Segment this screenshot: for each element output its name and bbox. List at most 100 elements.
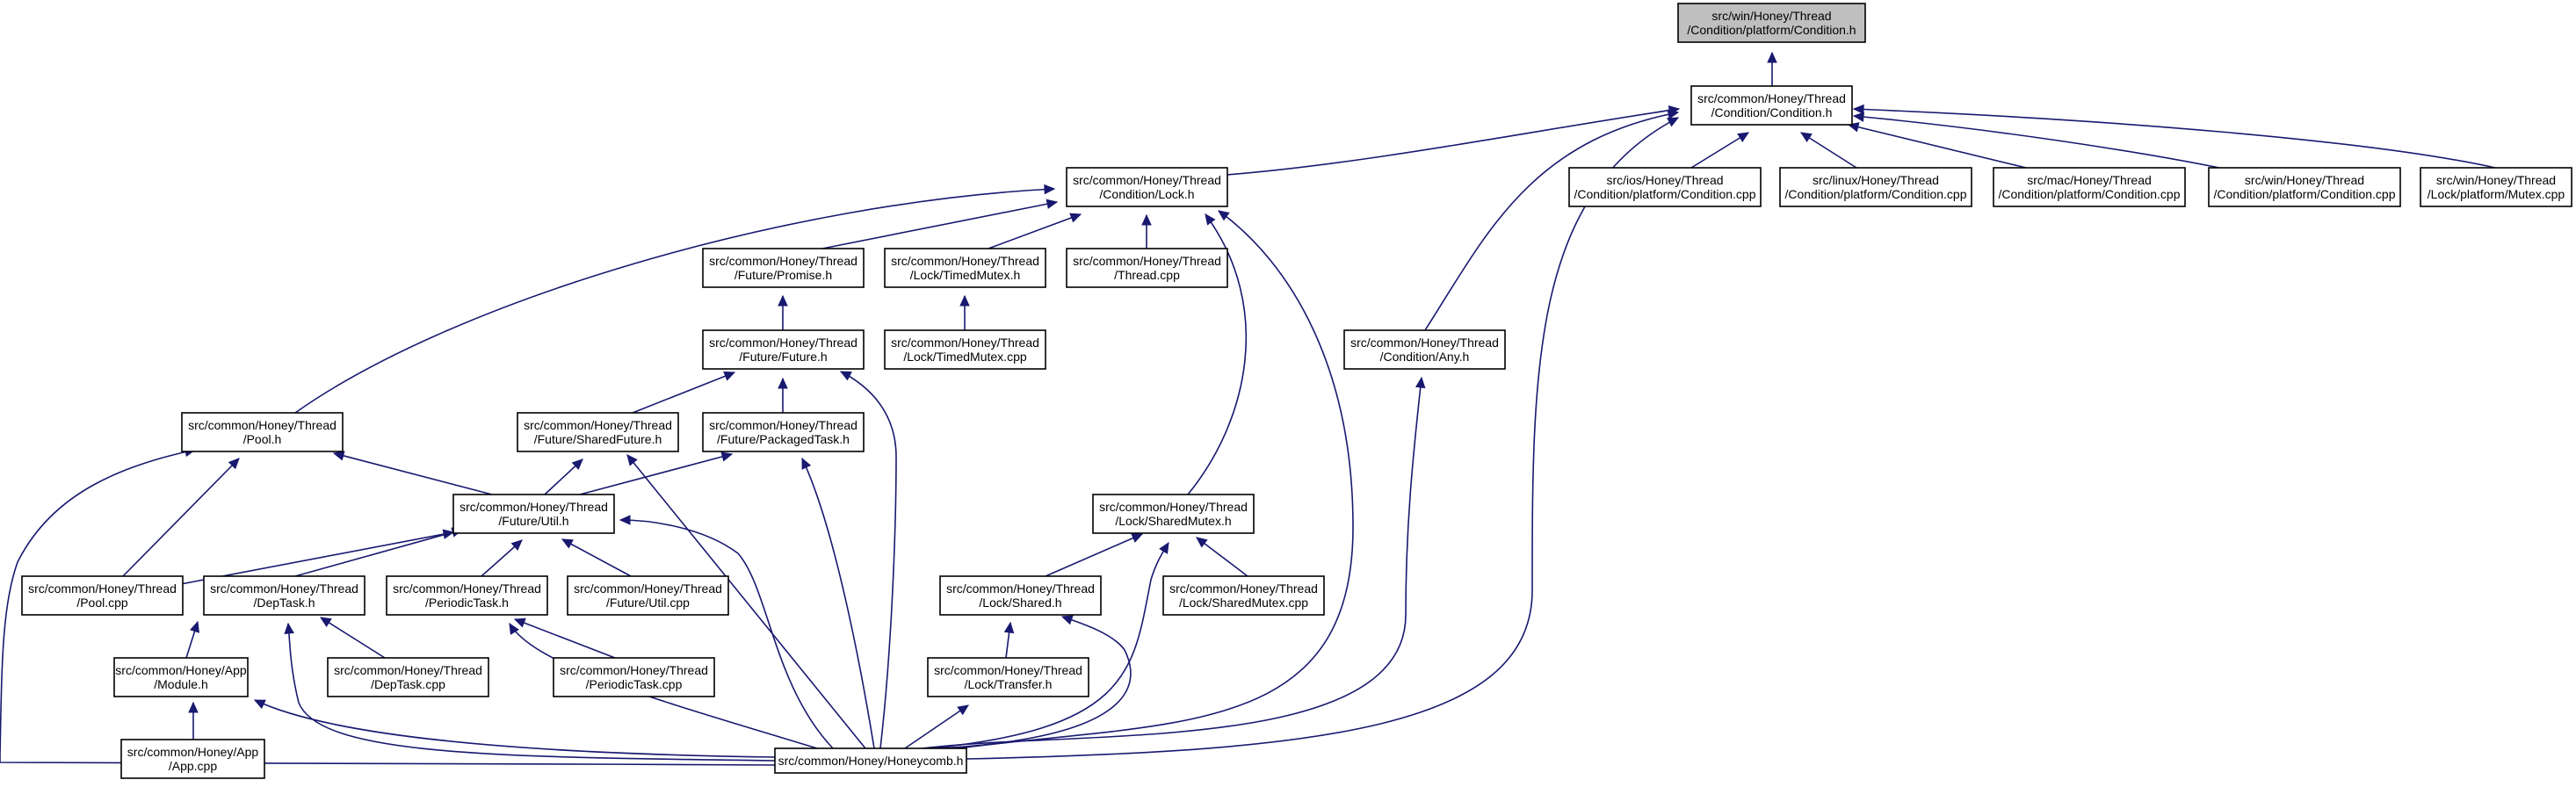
node-label-line: /Condition/platform/Condition.cpp	[1574, 187, 1755, 201]
arrowhead-sharedmutex_cpp-to-sharedmutex_h	[1196, 537, 1208, 548]
arrowhead-timedmutex_h-to-lock_h	[1069, 213, 1082, 223]
edge-util_h-to-pool_h	[333, 452, 493, 495]
node-promise_h[interactable]: src/common/Honey/Thread/Future/Promise.h	[702, 248, 865, 288]
node-label-line: /Condition/Condition.h	[1711, 105, 1833, 119]
node-box	[774, 747, 967, 774]
node-honeycomb_h[interactable]: src/common/Honey/Honeycomb.h	[774, 747, 967, 774]
edge-honeycomb_h-to-module_h	[254, 699, 776, 758]
node-linux_condition_cpp[interactable]: src/linux/Honey/Thread/Condition/platfor…	[1779, 167, 1972, 207]
edge-util_cpp-to-util_h	[561, 538, 632, 577]
arrowhead-win_condition_cpp-to-condition_h	[1852, 112, 1864, 122]
node-label-line: /DepTask.cpp	[371, 677, 445, 691]
node-module_h[interactable]: src/common/Honey/App/Module.h	[113, 657, 249, 697]
node-win_mutex_cpp[interactable]: src/win/Honey/Thread/Lock/platform/Mutex…	[2420, 167, 2572, 207]
node-mac_condition_cpp[interactable]: src/mac/Honey/Thread/Condition/platform/…	[1993, 167, 2186, 207]
node-label-line: src/common/Honey/Thread	[560, 663, 708, 677]
edge-timedmutex_h-to-lock_h	[988, 213, 1082, 249]
node-win_condition_cpp[interactable]: src/win/Honey/Thread/Condition/platform/…	[2208, 167, 2401, 207]
node-box	[1690, 85, 1853, 126]
node-any_h[interactable]: src/common/Honey/Thread/Condition/Any.h	[1343, 329, 1506, 370]
node-periodictask_h[interactable]: src/common/Honey/Thread/PeriodicTask.h	[386, 575, 548, 616]
node-box	[517, 412, 679, 452]
node-app_cpp[interactable]: src/common/Honey/App/App.cpp	[120, 739, 265, 779]
node-pool_h[interactable]: src/common/Honey/Thread/Pool.h	[181, 412, 344, 452]
node-box	[1066, 248, 1228, 288]
arrowhead-honeycomb_h-to-future_h	[839, 371, 852, 381]
arrowhead-timedmutex_cpp-to-timedmutex_h	[959, 294, 970, 307]
node-ios_condition_cpp[interactable]: src/ios/Honey/Thread/Condition/platform/…	[1568, 167, 1762, 207]
edge-honeycomb_h-to-sharedmutex_h	[928, 542, 1169, 749]
node-label-line: src/common/Honey/App	[127, 745, 259, 759]
node-lock_h[interactable]: src/common/Honey/Thread/Condition/Lock.h	[1066, 167, 1228, 207]
node-box	[553, 657, 715, 697]
node-box	[2208, 167, 2401, 207]
node-label-line: src/common/Honey/Thread	[1350, 336, 1499, 350]
node-pool_cpp[interactable]: src/common/Honey/Thread/Pool.cpp	[21, 575, 184, 616]
edge-honeycomb_h-to-pool_h	[0, 449, 776, 766]
node-label-line: src/common/Honey/Thread	[1697, 91, 1846, 105]
arrowhead-transfer_h-to-shared_h	[1003, 621, 1015, 634]
node-box	[21, 575, 184, 616]
node-label-line: /Condition/Lock.h	[1099, 187, 1194, 201]
arrowhead-honeycomb_h-to-any_h	[1415, 376, 1426, 389]
arrowhead-periodictask_h-to-util_h	[510, 539, 523, 551]
node-label-line: src/common/Honey/Thread	[393, 581, 541, 596]
node-box	[1343, 329, 1506, 370]
node-label-line: src/common/Honey/Thread	[1073, 173, 1221, 187]
node-label-line: src/common/Honey/Thread	[524, 418, 672, 432]
node-sharedmutex_h[interactable]: src/common/Honey/Thread/Lock/SharedMutex…	[1092, 494, 1255, 534]
node-box	[567, 575, 729, 616]
edge-ios_condition_cpp-to-condition_h	[1690, 132, 1749, 169]
edge-honeycomb_h-to-shared_h	[937, 616, 1132, 749]
node-label-line: src/common/Honey/Thread	[1169, 581, 1318, 596]
node-label-line: /Pool.cpp	[76, 596, 128, 610]
node-label-line: src/win/Honey/Thread	[2436, 173, 2556, 187]
node-sharedmutex_cpp[interactable]: src/common/Honey/Thread/Lock/SharedMutex…	[1162, 575, 1325, 616]
edge-mac_condition_cpp-to-condition_h	[1848, 124, 2027, 169]
node-thread_cpp[interactable]: src/common/Honey/Thread/Thread.cpp	[1066, 248, 1228, 288]
node-shared_h[interactable]: src/common/Honey/Thread/Lock/Shared.h	[939, 575, 1102, 616]
node-box	[1993, 167, 2186, 207]
node-label-line: src/common/Honey/Thread	[1099, 500, 1248, 514]
edge-pool_h-to-lock_h	[294, 188, 1055, 414]
arrowhead-sharedfuture_h-to-future_h	[723, 371, 736, 381]
node-periodictask_cpp[interactable]: src/common/Honey/Thread/PeriodicTask.cpp	[553, 657, 715, 697]
node-util_cpp[interactable]: src/common/Honey/Thread/Future/Util.cpp	[567, 575, 729, 616]
arrowhead-packagedtask_h-to-future_h	[778, 377, 788, 389]
node-future_h[interactable]: src/common/Honey/Thread/Future/Future.h	[702, 329, 865, 370]
node-timedmutex_h[interactable]: src/common/Honey/Thread/Lock/TimedMutex.…	[884, 248, 1046, 288]
node-label-line: /Thread.cpp	[1114, 268, 1180, 282]
arrowhead-future_h-to-promise_h	[778, 294, 788, 307]
node-label-line: /Lock/platform/Mutex.cpp	[2428, 187, 2565, 201]
edge-periodictask_cpp-to-periodictask_h	[514, 618, 616, 659]
node-deptask_h[interactable]: src/common/Honey/Thread/DepTask.h	[203, 575, 365, 616]
arrowhead-honeycomb_h-to-packagedtask_h	[801, 457, 812, 470]
node-util_h[interactable]: src/common/Honey/Thread/Future/Util.h	[452, 494, 615, 534]
node-label-line: src/mac/Honey/Thread	[2027, 173, 2152, 187]
arrowhead-shared_h-to-sharedmutex_h	[1131, 533, 1144, 543]
node-condition_h_win[interactable]: src/win/Honey/Thread/Condition/platform/…	[1677, 3, 1866, 43]
edge-honeycomb_h-to-lock_h	[957, 210, 1354, 749]
node-deptask_cpp[interactable]: src/common/Honey/Thread/DepTask.cpp	[327, 657, 489, 697]
node-label-line: /Future/PackagedTask.h	[717, 432, 850, 446]
node-box	[181, 412, 344, 452]
node-transfer_h[interactable]: src/common/Honey/Thread/Lock/Transfer.h	[927, 657, 1089, 697]
edge-honeycomb_h-to-future_h	[840, 371, 897, 749]
node-label-line: src/linux/Honey/Thread	[1813, 173, 1939, 187]
node-label-line: /Future/SharedFuture.h	[534, 432, 662, 446]
node-box	[1066, 167, 1228, 207]
node-label-line: src/ios/Honey/Thread	[1606, 173, 1723, 187]
node-box	[327, 657, 489, 697]
node-box	[2420, 167, 2572, 207]
node-packagedtask_h[interactable]: src/common/Honey/Thread/Future/PackagedT…	[702, 412, 865, 452]
node-box	[702, 329, 865, 370]
node-box	[1779, 167, 1972, 207]
arrowhead-honeycomb_h-to-periodictask_h	[509, 622, 519, 635]
arrowhead-app_cpp-to-module_h	[188, 701, 199, 713]
node-condition_h[interactable]: src/common/Honey/Thread/Condition/Condit…	[1690, 85, 1853, 126]
node-sharedfuture_h[interactable]: src/common/Honey/Thread/Future/SharedFut…	[517, 412, 679, 452]
node-timedmutex_cpp[interactable]: src/common/Honey/Thread/Lock/TimedMutex.…	[884, 329, 1046, 370]
node-label-line: src/common/Honey/Thread	[1073, 254, 1221, 268]
arrowhead-promise_h-to-lock_h	[1046, 199, 1059, 209]
